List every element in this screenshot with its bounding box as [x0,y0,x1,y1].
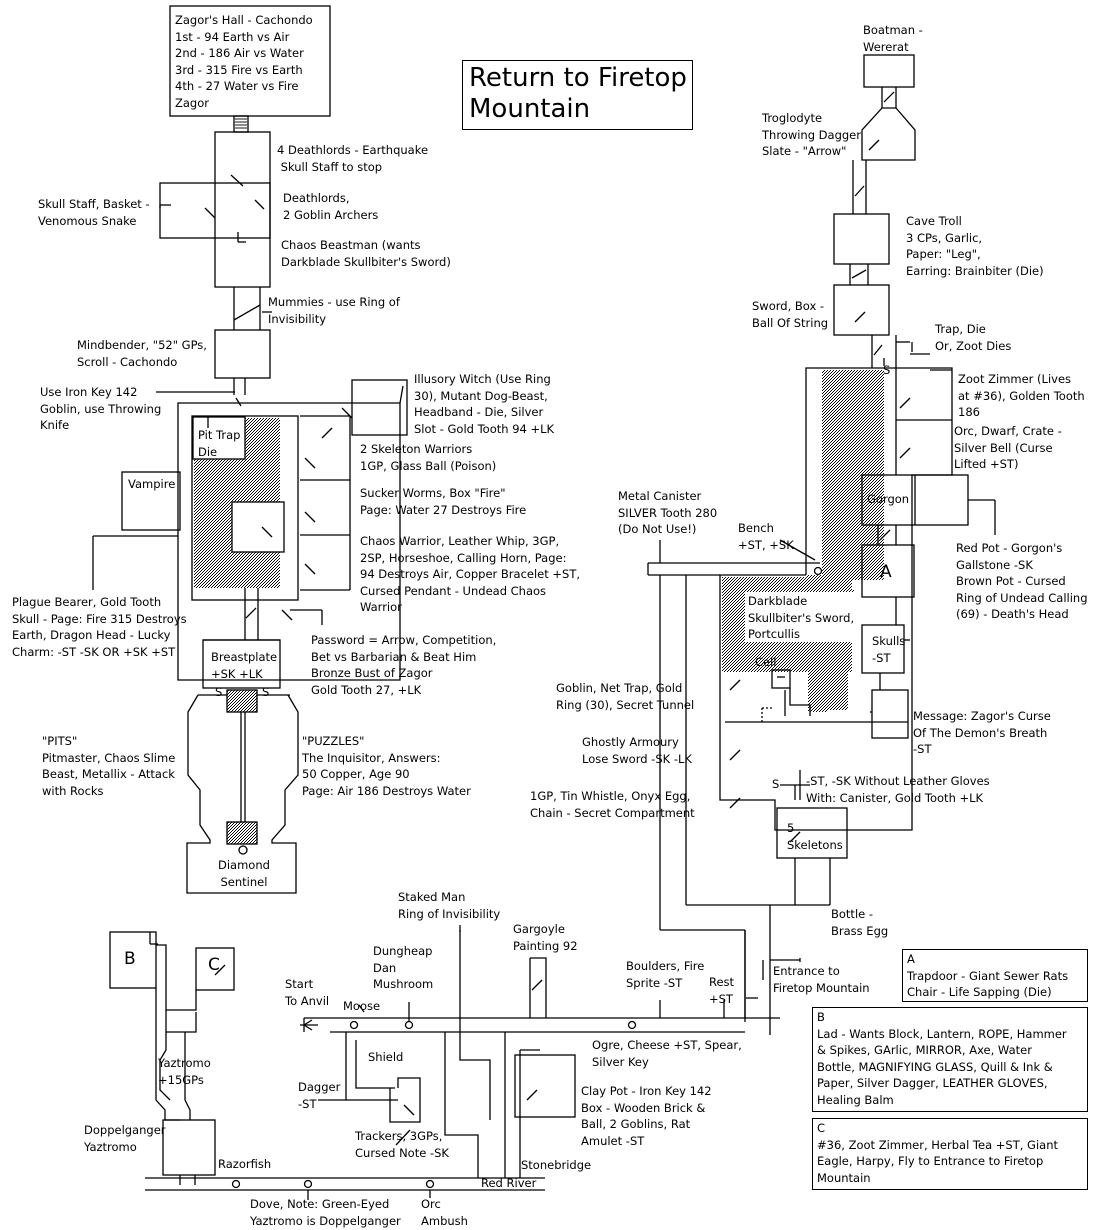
iron-key-label: Use Iron Key 142 Goblin, use Throwing Kn… [40,385,162,432]
breastplate-label: Breastplate +SK +LK [211,650,278,681]
cave-troll-label: Cave Troll 3 CPs, Garlic, Paper: "Leg", … [906,214,1044,278]
deathlords-room [214,131,271,288]
puzzles-label: "PUZZLES" The Inquisitor, Answers: 50 Co… [302,734,471,798]
trap-die-label: Trap, Die Or, Zoot Dies [935,322,1012,353]
rest-label: Rest +ST [709,975,735,1006]
staked-man-label: Staked Man Ring of Invisibility [398,890,501,921]
sucker-worms-label: Sucker Worms, Box "Fire" Page: Water 27 … [360,486,527,517]
doppelganger-label: Doppelganger Yaztromo [84,1123,166,1154]
boulders-label: Boulders, Fire Sprite -ST [626,959,705,990]
moose-label: Moose [343,999,381,1013]
plague-bearer-label: Plague Bearer, Gold Tooth Skull - Page: … [12,595,187,659]
mindbender-room [214,329,271,379]
key-box-b: B Lad - Wants Block, Lantern, ROPE, Hamm… [812,1007,1088,1112]
c-room-marker: C [208,955,220,975]
red-river-label: Red River [481,1176,537,1190]
entrance-label: Entrance to Firetop Mountain [773,964,870,995]
password-label: Password = Arrow, Competition, Bet vs Ba… [311,633,497,697]
darkblade-label: Darkblade Skullbiter's Sword, Portcullis [748,594,855,641]
orc-ambush-label: Orc Ambush [421,1197,468,1228]
skulls-label: Skulls -ST [872,634,906,665]
illusory-witch-label: Illusory Witch (Use Ring 30), Mutant Dog… [414,372,555,436]
dungheap-label: Dungheap Dan Mushroom [373,944,434,991]
orc-dwarf-label: Orc, Dwarf, Crate - Silver Bell (Curse L… [954,424,1062,471]
vampire-label: Vampire [128,477,176,491]
trackers-label: Trackers, 3GPs, Cursed Note -SK [355,1129,449,1160]
key-box-c: C #36, Zoot Zimmer, Herbal Tea +ST, Gian… [812,1118,1088,1190]
skull-staff-label: Skull Staff, Basket - Venomous Snake [38,197,150,228]
troglodyte-label: Troglodyte Throwing Dagger Slate - "Arro… [762,111,861,158]
leather-gloves-label: -ST, -SK Without Leather Gloves With: Ca… [806,774,990,805]
tin-whistle-label: 1GP, Tin Whistle, Onyx Egg, Chain - Secr… [530,789,695,820]
dove-label: Dove, Note: Green-Eyed Yaztromo is Doppe… [250,1197,401,1228]
bench-label: Bench +ST, +SK [738,521,794,552]
mummies-label: Mummies - use Ring of Invisibility [268,295,400,326]
sword-box-label: Sword, Box - Ball Of String [752,299,829,330]
secret-door-marker: S [772,777,780,791]
skeleton-warriors-label: 2 Skeleton Warriors 1GP, Glass Ball (Poi… [360,442,497,473]
mindbender-label: Mindbender, "52" GPs, Scroll - Cachondo [77,338,207,369]
yaztromo-label: Yaztromo +15GPs [158,1056,211,1087]
five-skeletons-label: 5 Skeletons [787,821,843,852]
message-label: Message: Zagor's Curse Of The Demon's Br… [913,709,1051,756]
metal-canister-label: Metal Canister SILVER Tooth 280 (Do Not … [618,489,718,536]
a-room-marker: A [880,562,892,582]
ghostly-armoury-label: Ghostly Armoury Lose Sword -SK -LK [582,735,692,766]
ogre-label: Ogre, Cheese +ST, Spear, Silver Key [592,1038,742,1069]
goblin-net-label: Goblin, Net Trap, Gold Ring (30), Secret… [556,681,695,712]
secret-door-marker: S [262,685,270,699]
cell-label: Cell [755,655,777,669]
boatman-label: Boatman - Wererat [863,23,923,54]
gorgon-label: Gorgon [867,492,910,506]
dagger-label: Dagger -ST [298,1080,341,1111]
pits-label: "PITS" Pitmaster, Chaos Slime Beast, Met… [42,734,176,798]
stonebridge-label: Stonebridge [521,1158,592,1172]
chaos-warrior-label: Chaos Warrior, Leather Whip, 3GP, 2SP, H… [360,534,581,614]
start-label: Start To Anvil [285,977,330,1008]
zagors-hall-label: Zagor's Hall - Cachondo 1st - 94 Earth v… [175,13,313,110]
zoot-zimmer-label: Zoot Zimmer (Lives at #36), Golden Tooth… [958,372,1085,419]
red-pot-label: Red Pot - Gorgon's Gallstone -SK Brown P… [956,541,1088,621]
deathlords-four-label: 4 Deathlords - Earthquake Skull Staff to… [277,143,429,174]
bottle-label: Bottle - Brass Egg [831,907,889,938]
shield-label: Shield [368,1050,404,1064]
gargoyle-label: Gargoyle Painting 92 [513,922,578,953]
map-title: Return to Firetop Mountain [462,60,693,130]
secret-door-marker: S [883,363,891,377]
key-box-a: A Trapdoor - Giant Sewer Rats Chair - Li… [902,949,1088,1002]
clay-pot-label: Clay Pot - Iron Key 142 Box - Wooden Bri… [581,1084,712,1148]
secret-door-marker: S [215,685,223,699]
deathlords-label: Deathlords, 2 Goblin Archers [283,191,379,222]
b-room-marker: B [124,949,136,969]
pit-trap-label: Pit Trap Die [198,428,241,459]
razorfish-label: Razorfish [218,1157,272,1171]
diamond-sentinel-label: Diamond Sentinel [218,858,270,889]
zagors-hall-room [169,5,331,117]
chaos-beastman-label: Chaos Beastman (wants Darkblade Skullbit… [281,238,451,269]
